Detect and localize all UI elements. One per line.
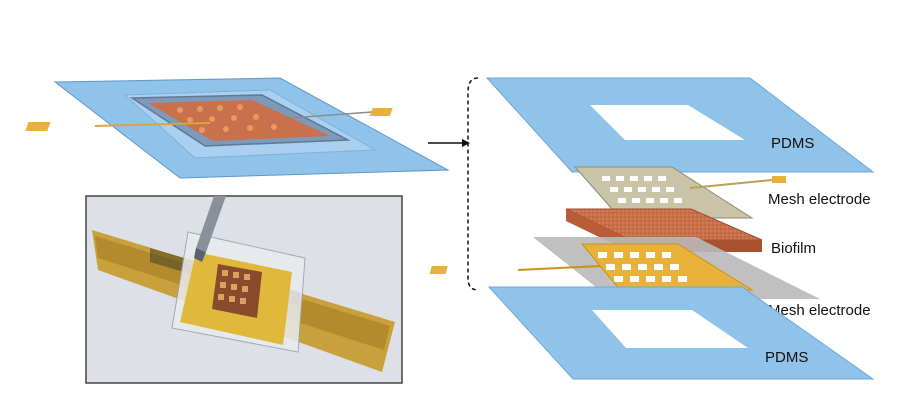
assembled-lead-right — [289, 111, 373, 119]
assembled-mesh-holes — [177, 104, 277, 133]
top-pdms-layer — [485, 77, 875, 173]
label-bottom-mesh: Mesh electrode — [768, 302, 871, 319]
assembled-lead-left — [94, 122, 211, 127]
label-top-mesh: Mesh electrode — [768, 191, 871, 208]
arrow-right-icon — [428, 139, 470, 147]
device-photo — [85, 195, 403, 384]
bottom-mesh-electrode — [429, 237, 820, 299]
assembled-pad-right — [369, 108, 393, 116]
label-biofilm: Biofilm — [771, 240, 816, 257]
top-mesh-electrode — [573, 166, 786, 219]
bottom-pdms-layer — [487, 286, 875, 380]
label-bottom-pdms: PDMS — [765, 349, 808, 366]
assembled-pad-left — [25, 122, 51, 131]
label-top-pdms: PDMS — [771, 135, 814, 152]
dashed-bracket-icon — [467, 77, 479, 291]
assembled-biofilm-layer — [148, 100, 330, 141]
assembled-device-illustration — [25, 77, 450, 179]
